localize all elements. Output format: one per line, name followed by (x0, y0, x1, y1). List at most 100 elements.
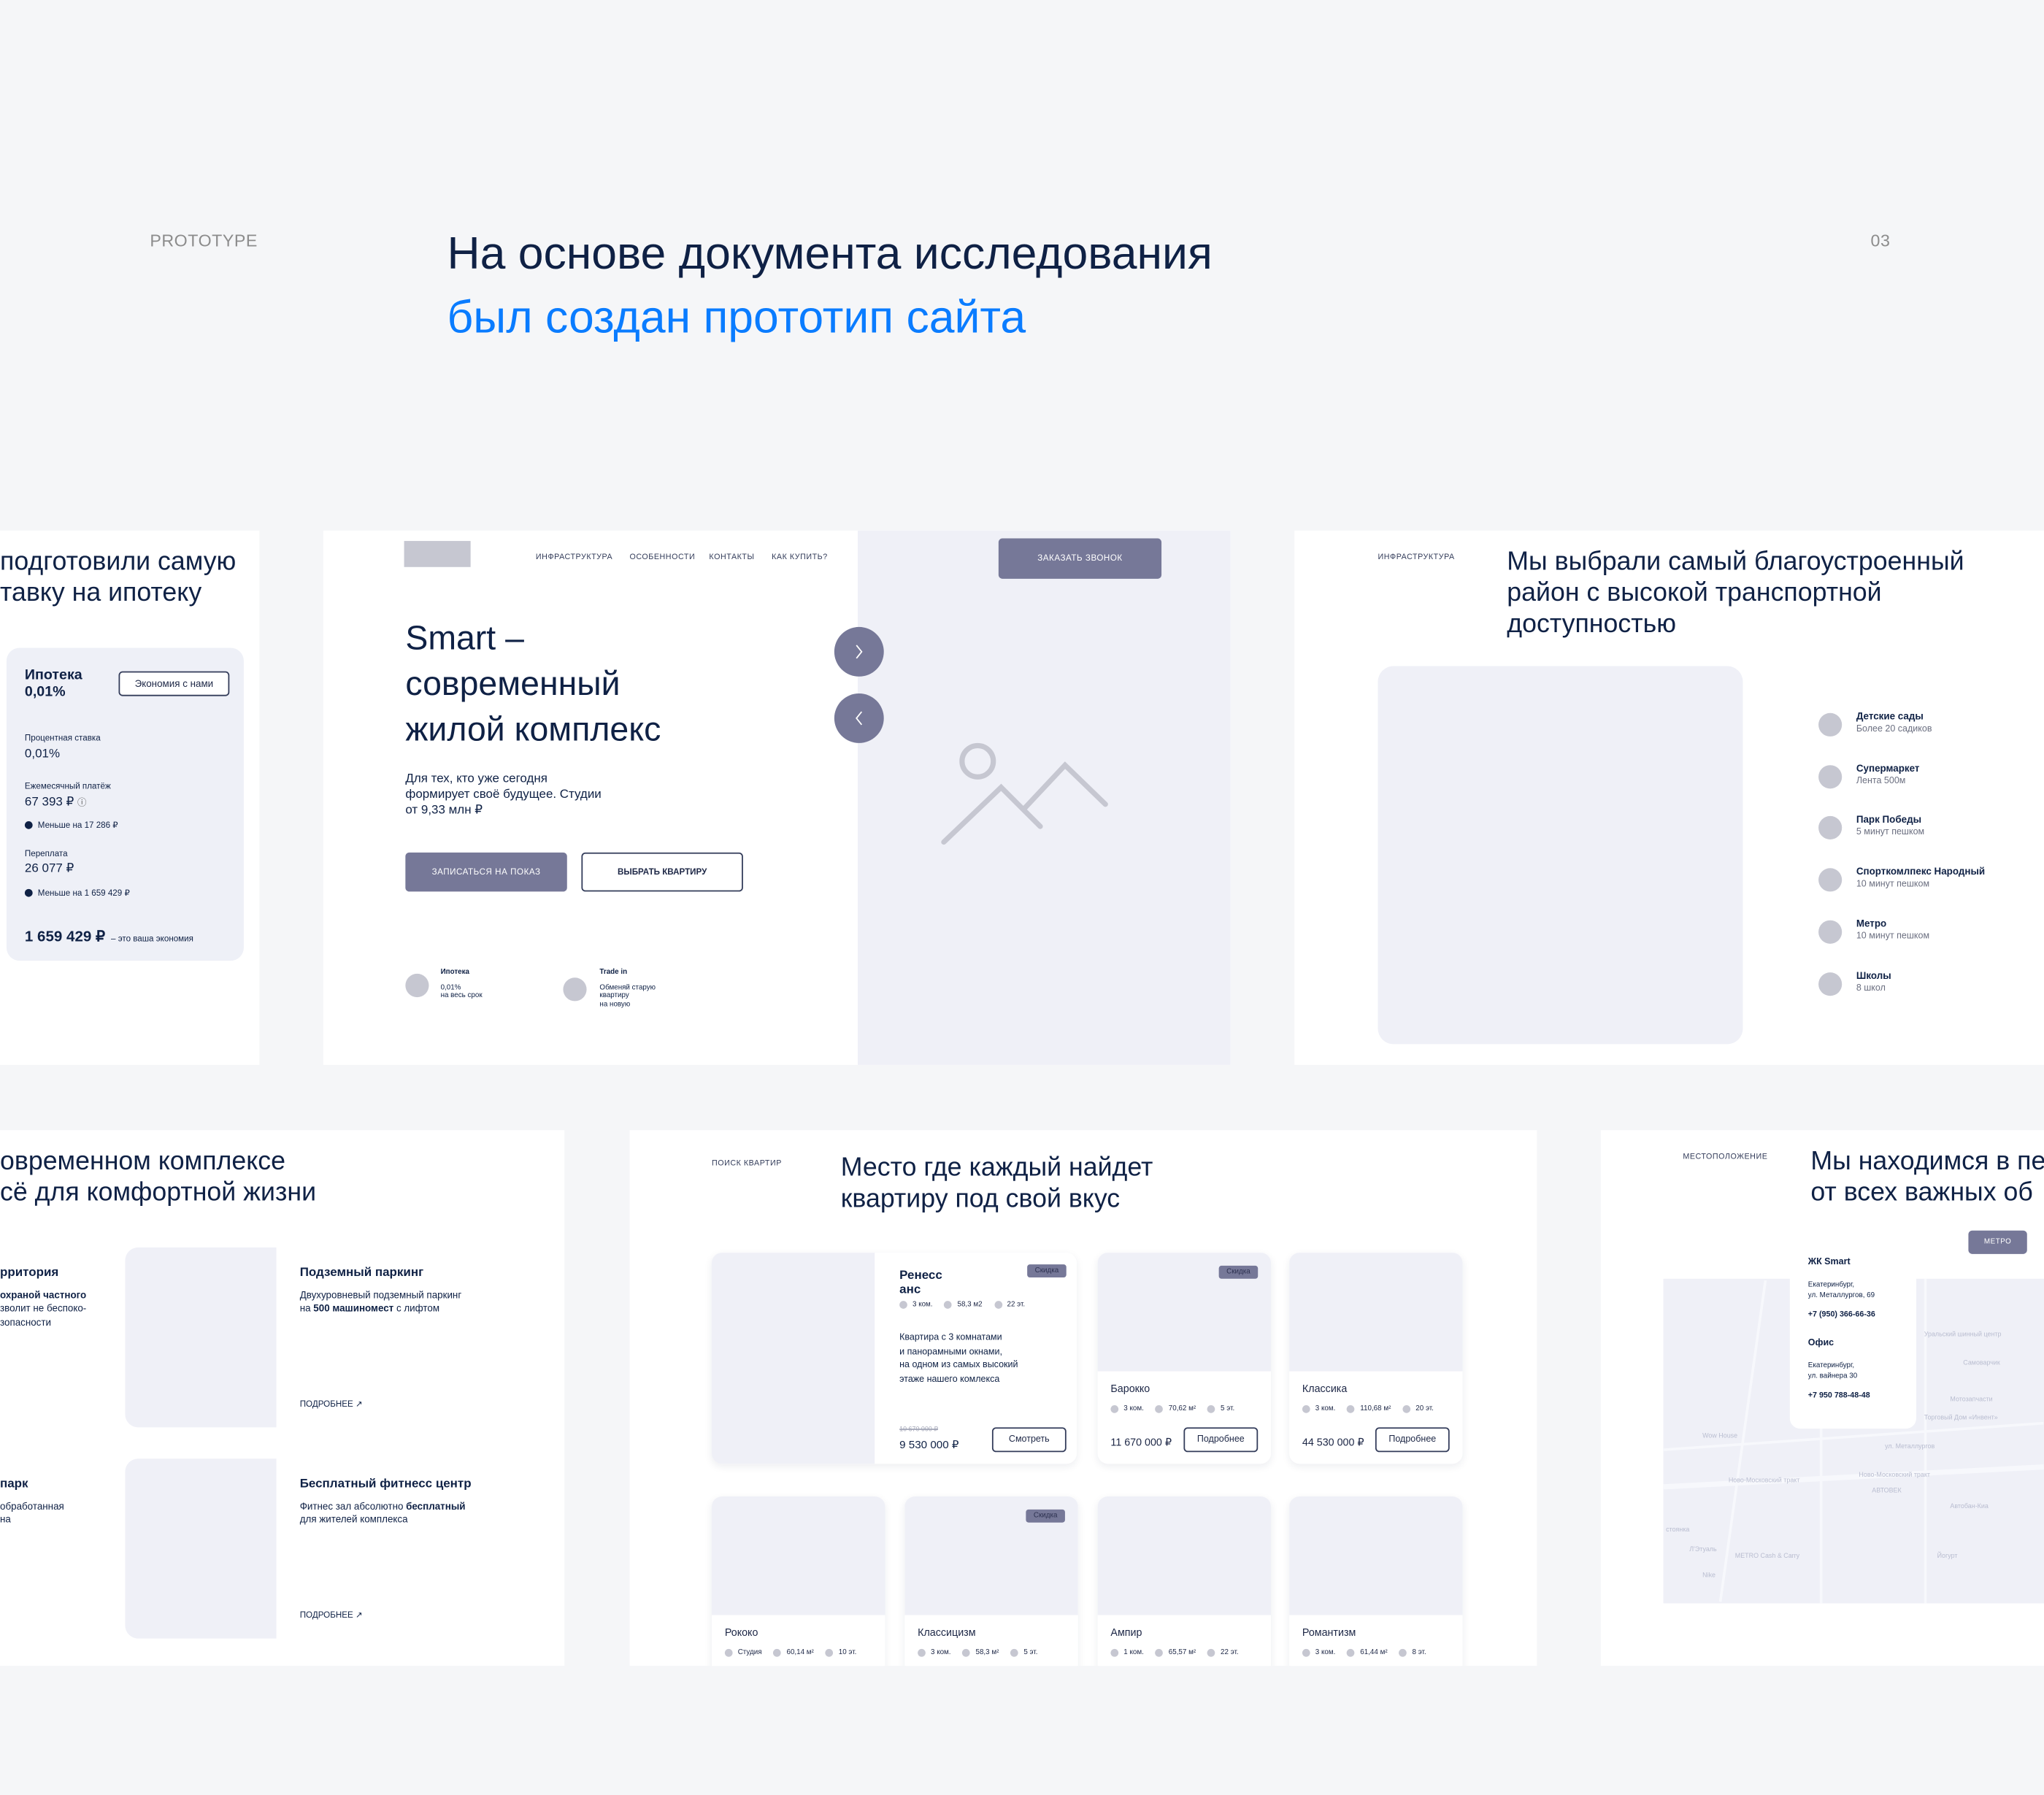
section-tag: ПОИСК КВАРТИР (711, 1160, 782, 1168)
slide-subtitle: был создан прототип сайта (447, 291, 1026, 343)
book-viewing-button[interactable]: ЗАПИСАТЬСЯ НА ПОКАЗ (405, 852, 567, 892)
old-price: 10 670 000 ₽ (899, 1426, 939, 1434)
heading-line: Мы находимся в пе (1810, 1147, 2044, 1176)
infrastructure-icon (1818, 868, 1843, 892)
savings-button[interactable]: Экономия с нами (118, 671, 230, 696)
metro-button[interactable]: МЕТРО (1968, 1230, 2027, 1254)
spec: 5 эт. (1207, 1404, 1234, 1413)
chevron-right-icon (856, 645, 863, 659)
overpay-note-text: Меньше на 1 659 429 ₽ (37, 888, 130, 899)
item-title: Спорткомлпекс Народный (1856, 865, 1986, 877)
feature-trade-in: Trade in Обменяй старую квартиру на нову… (599, 969, 656, 1009)
complex-address: Екатеринбург, ул. Металлургов, 69 (1808, 1281, 1875, 1301)
apartment-image-placeholder (711, 1253, 875, 1464)
rate-value: 0,01% (24, 747, 61, 761)
item-title: Парк Победы (1856, 813, 1922, 826)
nav-contacts[interactable]: КОНТАКТЫ (709, 553, 755, 562)
mortgage-heading-line: тавку на ипотеку (0, 578, 202, 608)
spec: 3 ком. (1110, 1404, 1144, 1413)
nav-infrastructure[interactable]: ИНФРАСТРУКТУРА (535, 553, 613, 562)
complex-phone[interactable]: +7 (950) 366-66-36 (1807, 1311, 1875, 1320)
page-number: 03 (1870, 231, 1891, 250)
heading-line: сё для комфортной жизни (0, 1178, 317, 1207)
section-tag: МЕСТОПОЛОЖЕНИЕ (1683, 1153, 1768, 1162)
spec-value: 3 ком. (1315, 1648, 1336, 1657)
map-label: Ново-Московский тракт (1728, 1477, 1800, 1485)
nav-how-to-buy[interactable]: КАК КУПИТЬ? (772, 553, 828, 562)
order-call-button[interactable]: ЗАКАЗАТЬ ЗВОНОК (998, 538, 1162, 579)
heading-line: квартиру под свой вкус (840, 1185, 1121, 1214)
map-label: Wow House (1702, 1432, 1738, 1441)
info-icon[interactable]: ⓘ (77, 799, 87, 809)
description-line: этаже нашего комлекса (899, 1375, 1000, 1384)
spec-icon (899, 1301, 907, 1309)
spec-icon (1399, 1648, 1407, 1657)
more-link[interactable]: ПОДРОБНЕЕ ↗ (300, 1399, 363, 1410)
view-button[interactable]: Смотреть (991, 1427, 1067, 1453)
spec: 110,68 м² (1347, 1404, 1391, 1413)
spec: 3 ком. (1302, 1648, 1336, 1657)
item-subtitle: 5 минут пешком (1856, 828, 1925, 838)
featured-apartment-card[interactable]: Ренесс анс Скидка 3 ком. 58,3 м2 22 эт. … (711, 1253, 1077, 1464)
spec-floor: 22 эт. (994, 1301, 1025, 1309)
amenity-line: зволит не беспоко- (0, 1302, 87, 1314)
spec-icon (724, 1648, 733, 1657)
details-button[interactable]: Подробнее (1375, 1427, 1450, 1453)
spec-icon (1010, 1648, 1019, 1657)
spec-value: 58,3 м2 (957, 1301, 983, 1309)
item-title: Детские сады (1856, 710, 1924, 723)
overpay-note: Меньше на 1 659 429 ₽ (24, 888, 130, 899)
spec-value: 10 эт. (838, 1648, 857, 1657)
savings-value: 1 659 429 ₽ (24, 929, 106, 945)
spec: 60,14 м² (773, 1648, 814, 1657)
details-button[interactable]: Подробнее (1183, 1427, 1259, 1453)
item-title: Метро (1856, 917, 1887, 929)
spec: 61,44 м² (1347, 1648, 1388, 1657)
spec-icon (918, 1648, 926, 1657)
slider-prev-button[interactable] (834, 693, 884, 743)
more-link[interactable]: ПОДРОБНЕЕ ↗ (300, 1610, 363, 1621)
monthly-note-text: Меньше на 17 286 ₽ (37, 820, 118, 831)
spec-icon (1110, 1648, 1119, 1657)
amenity-parking: Подземный паркинг Двухуровневый подземны… (300, 1267, 462, 1316)
map-label: Л'Этуаль (1689, 1545, 1717, 1554)
spec-icon (1155, 1404, 1164, 1413)
amenity-line: Двухуровневый подземный паркинг (299, 1288, 462, 1301)
amenity-park: парк обработанная на (0, 1477, 64, 1527)
text-part: Фитнес зал абсолютно (299, 1499, 407, 1512)
apartment-title: Классицизм (918, 1626, 976, 1639)
spec-icon (1155, 1648, 1164, 1657)
amenity-line: Фитнес зал абсолютно бесплатный (300, 1499, 472, 1513)
office-phone[interactable]: +7 950 788-48-48 (1807, 1392, 1870, 1400)
map-label: Ново-Московский тракт (1859, 1472, 1930, 1480)
mortgage-title: Ипотека (24, 667, 82, 683)
hero-subtitle-line: формирует своё будущее. Студии (405, 787, 602, 802)
slider-next-button[interactable] (834, 626, 884, 677)
text-bold: бесплатный (406, 1499, 466, 1512)
apartment-description: Квартира с 3 комнатами и панорамными окн… (899, 1332, 1018, 1387)
amenity-line: охраной частного (0, 1288, 87, 1301)
spec-value: 20 эт. (1415, 1404, 1434, 1413)
description-line: на одном из самых высокий (899, 1361, 1018, 1370)
price: 11 670 000 ₽ (1110, 1436, 1172, 1448)
address-line: ул. Металлургов, 69 (1807, 1291, 1875, 1299)
choose-apartment-button[interactable]: ВЫБРАТЬ КВАРТИРУ (581, 852, 743, 892)
nav-features[interactable]: ОСОБЕННОСТИ (629, 553, 696, 562)
amenity-line: для жителей комплекса (299, 1513, 408, 1526)
office-address: Екатеринбург, ул. вайнера 30 (1808, 1362, 1857, 1382)
logo-placeholder[interactable] (404, 541, 471, 567)
item-subtitle: Лента 500м (1856, 776, 1906, 786)
heading-line: Место где каждый найдет (840, 1153, 1153, 1183)
hero-subtitle: Для тех, кто уже сегодня формирует своё … (405, 772, 601, 818)
map-label: стоянка (1666, 1526, 1690, 1534)
spec-value: Студия (737, 1648, 762, 1657)
map-label: Автобан-Киа (1950, 1502, 1989, 1511)
